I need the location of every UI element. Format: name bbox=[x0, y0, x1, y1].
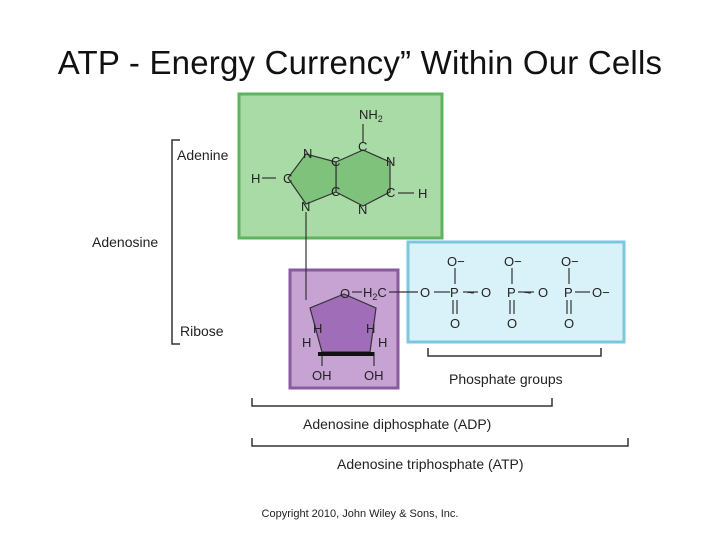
atom-nh2: NH2 bbox=[359, 107, 383, 124]
phosphate-bracket bbox=[427, 348, 602, 357]
atom-c4: C bbox=[331, 184, 340, 199]
atom-c3: C bbox=[283, 171, 292, 186]
atom-c5: C bbox=[386, 185, 395, 200]
atom-o-minus-1: O− bbox=[447, 254, 465, 269]
adenine-label: Adenine bbox=[177, 147, 229, 163]
atom-tilde-1: ~ bbox=[467, 285, 475, 300]
atp-bracket bbox=[251, 438, 629, 447]
atom-o-minus-2: O− bbox=[504, 254, 522, 269]
atom-o-4: O bbox=[450, 316, 460, 331]
adenosine-label: Adenosine bbox=[92, 234, 159, 250]
atom-h3: H bbox=[313, 321, 322, 336]
adp-label: Adenosine diphosphate (ADP) bbox=[303, 416, 492, 432]
atom-n1: N bbox=[303, 146, 312, 161]
atom-h1: H bbox=[251, 171, 260, 186]
atom-o-3: O bbox=[538, 285, 548, 300]
purine-five-ring bbox=[287, 153, 337, 205]
atom-oh2: OH bbox=[364, 368, 384, 383]
atom-o-5: O bbox=[507, 316, 517, 331]
atom-h6: H bbox=[378, 335, 387, 350]
atom-c2: C bbox=[331, 154, 340, 169]
atom-oh1: OH bbox=[312, 368, 332, 383]
atom-p-2: P bbox=[507, 285, 516, 300]
atom-p-3: P bbox=[564, 285, 573, 300]
atom-o-1: O bbox=[420, 285, 430, 300]
adenosine-bracket bbox=[171, 139, 180, 345]
atom-n2: N bbox=[386, 154, 395, 169]
atom-n3: N bbox=[301, 199, 310, 214]
atom-o-ring: O bbox=[340, 286, 350, 301]
atom-c1: C bbox=[358, 139, 367, 154]
phosphate-groups-label: Phosphate groups bbox=[449, 371, 563, 387]
atp-label: Adenosine triphosphate (ATP) bbox=[337, 456, 524, 472]
atom-h2c: H2C bbox=[363, 285, 387, 302]
atom-o-6: O bbox=[564, 316, 574, 331]
atom-n4: N bbox=[358, 202, 367, 217]
ribose-label: Ribose bbox=[180, 323, 224, 339]
copyright-text: Copyright 2010, John Wiley & Sons, Inc. bbox=[261, 508, 459, 520]
atom-h2: H bbox=[418, 186, 427, 201]
atom-tilde-2: ~ bbox=[524, 285, 532, 300]
atom-o-2: O bbox=[481, 285, 491, 300]
atom-o-minus-4: O− bbox=[592, 285, 610, 300]
atom-h4: H bbox=[366, 321, 375, 336]
atom-p-1: P bbox=[450, 285, 459, 300]
atom-o-minus-3: O− bbox=[561, 254, 579, 269]
page-title: ATP - Energy Currency” Within Our Cells bbox=[57, 44, 663, 81]
atom-h5: H bbox=[302, 335, 311, 350]
adp-bracket bbox=[251, 398, 553, 407]
